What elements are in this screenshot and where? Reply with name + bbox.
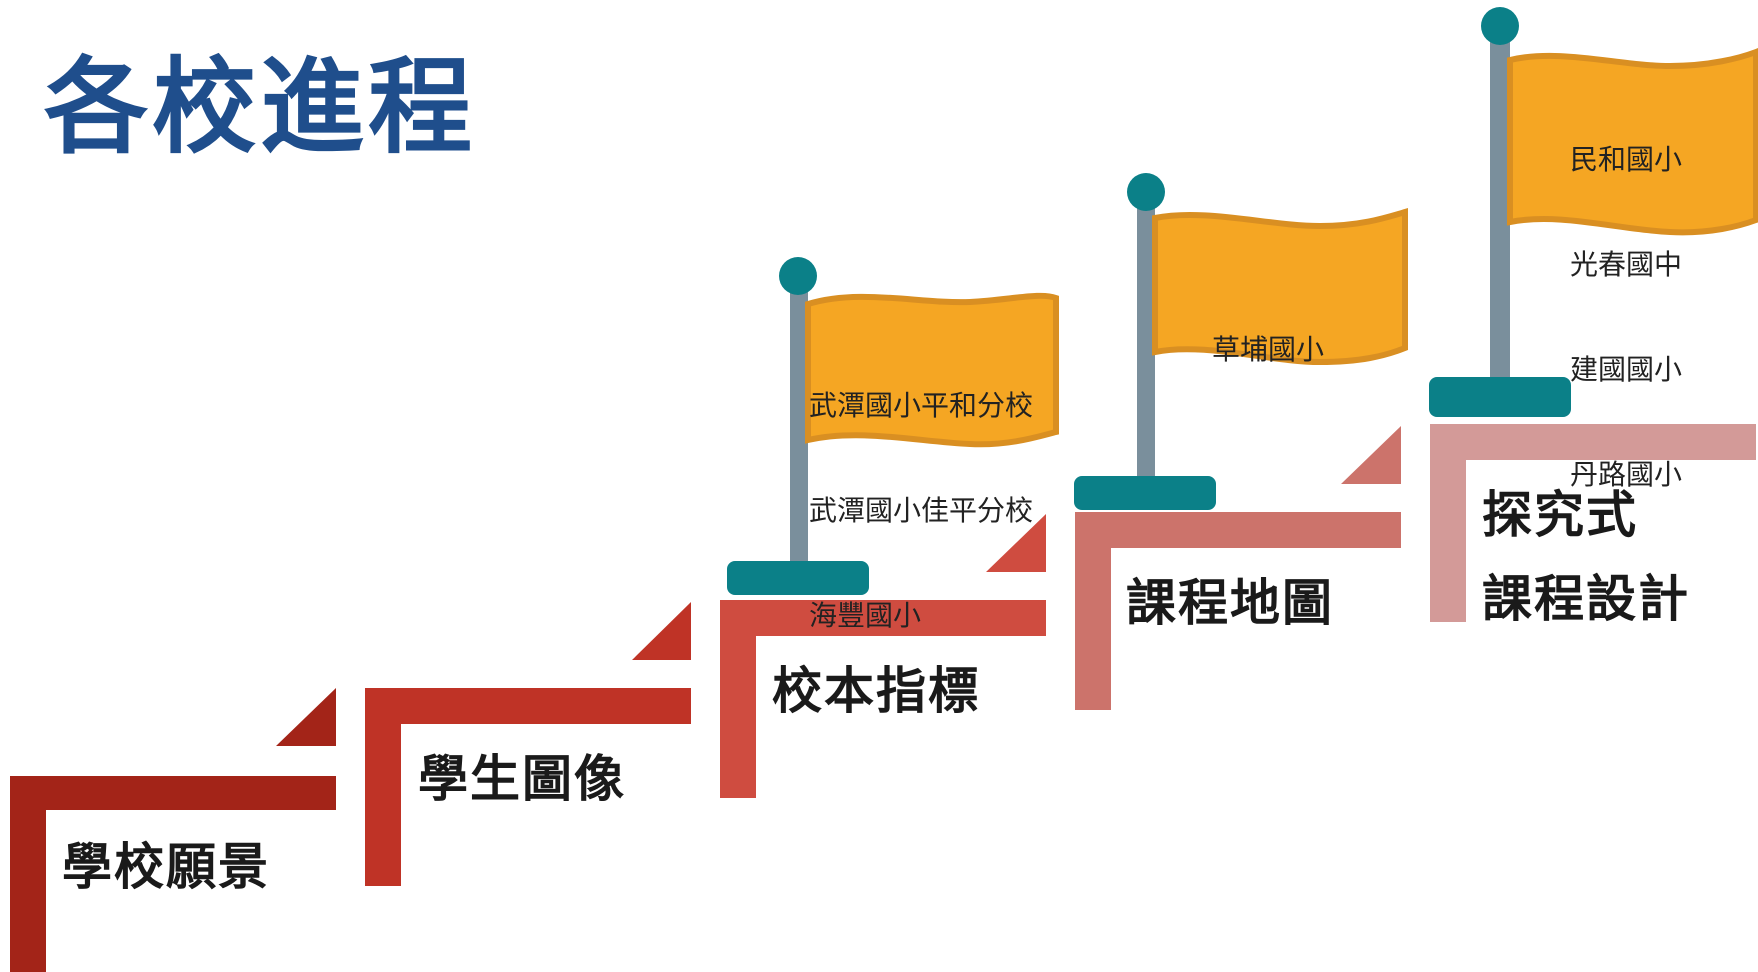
flag-3-schools: 民和國小 光春國中 建國國小 丹路國小 xyxy=(1570,72,1682,562)
flag-3 xyxy=(1429,7,1758,417)
flag-3-school: 民和國小 xyxy=(1570,143,1683,176)
step-2-shape xyxy=(365,602,691,886)
step-label-1: 學校願景 xyxy=(62,838,270,896)
page-title: 各校進程 xyxy=(44,46,477,168)
flag-3-school: 建國國小 xyxy=(1570,353,1683,386)
flag-2-school: 草埔國小 xyxy=(1212,333,1325,366)
step-label-4: 課程地圖 xyxy=(1126,574,1334,632)
flag-3-school: 光春國中 xyxy=(1570,248,1683,281)
step-1-shape xyxy=(10,688,336,972)
step-3-shape xyxy=(720,514,1046,798)
flag-1-schools: 武潭國小平和分校 武潭國小佳平分校 海豐國小 xyxy=(809,318,1033,703)
flag-2 xyxy=(1074,173,1408,510)
step-4-shape xyxy=(1075,426,1401,710)
step-label-5b: 課程設計 xyxy=(1482,570,1690,628)
step-label-5a: 探究式 xyxy=(1482,486,1638,544)
flag-3-school: 丹路國小 xyxy=(1570,458,1683,491)
flag-1-school: 海豐國小 xyxy=(809,599,922,632)
flag-1-school: 武潭國小佳平分校 xyxy=(809,494,1034,527)
step-5-shape xyxy=(1430,424,1756,622)
flag-1-school: 武潭國小平和分校 xyxy=(809,389,1034,422)
flag-2-schools: 草埔國小 xyxy=(1212,262,1324,437)
flag-1 xyxy=(727,257,1059,595)
step-label-2: 學生圖像 xyxy=(418,750,626,808)
step-label-3: 校本指標 xyxy=(772,662,980,720)
